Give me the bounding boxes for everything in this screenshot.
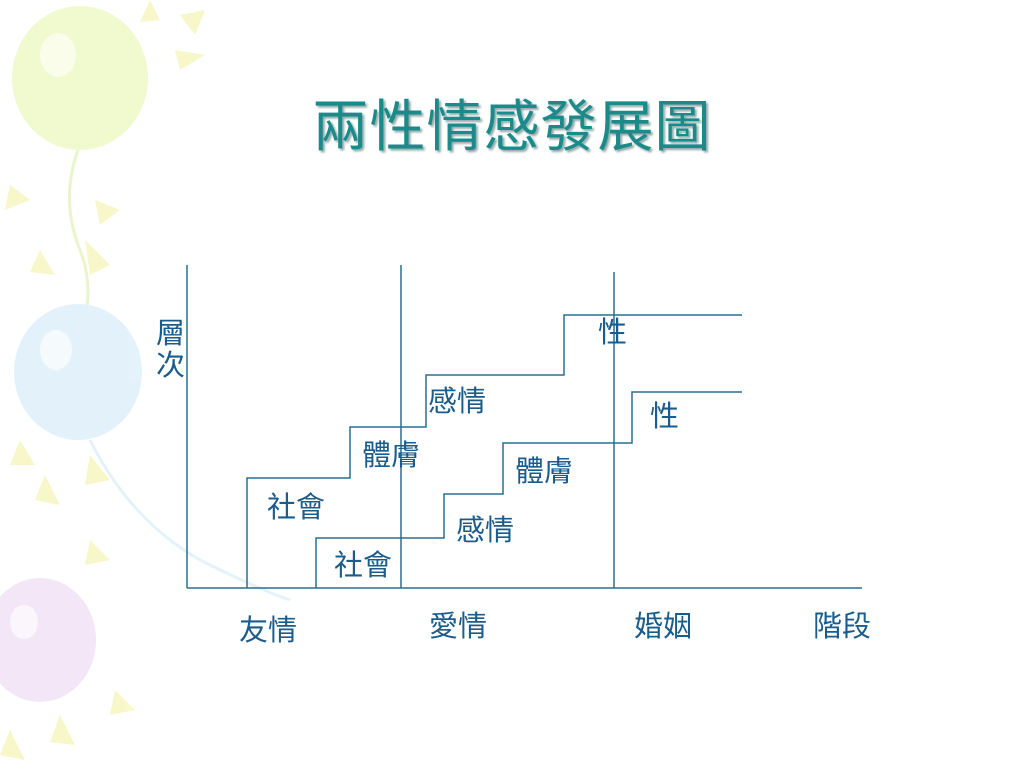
stage-label-love: 愛情 (429, 609, 488, 643)
stage-label-friendship: 友情 (239, 613, 298, 647)
lower-step-label-emotion: 感情 (456, 513, 515, 547)
upper-step-label-emotion: 感情 (428, 384, 487, 418)
page-title: 兩性情感發展圖 (312, 95, 712, 160)
lower-step-label-sex: 性 (650, 399, 680, 433)
lower-step-label-social: 社會 (334, 548, 393, 582)
upper-staircase-line (246, 314, 742, 588)
upper-step-label-sex: 性 (598, 315, 628, 349)
upper-step-label-social: 社會 (267, 490, 326, 524)
stage-label-marriage: 婚姻 (634, 609, 693, 643)
upper-step-label-body: 體膚 (362, 438, 421, 472)
lower-step-label-body: 體膚 (515, 454, 574, 488)
x-axis-label: 階段 (813, 609, 872, 643)
y-axis-label: 層次 (156, 316, 186, 382)
lower-staircase-line (315, 391, 742, 588)
